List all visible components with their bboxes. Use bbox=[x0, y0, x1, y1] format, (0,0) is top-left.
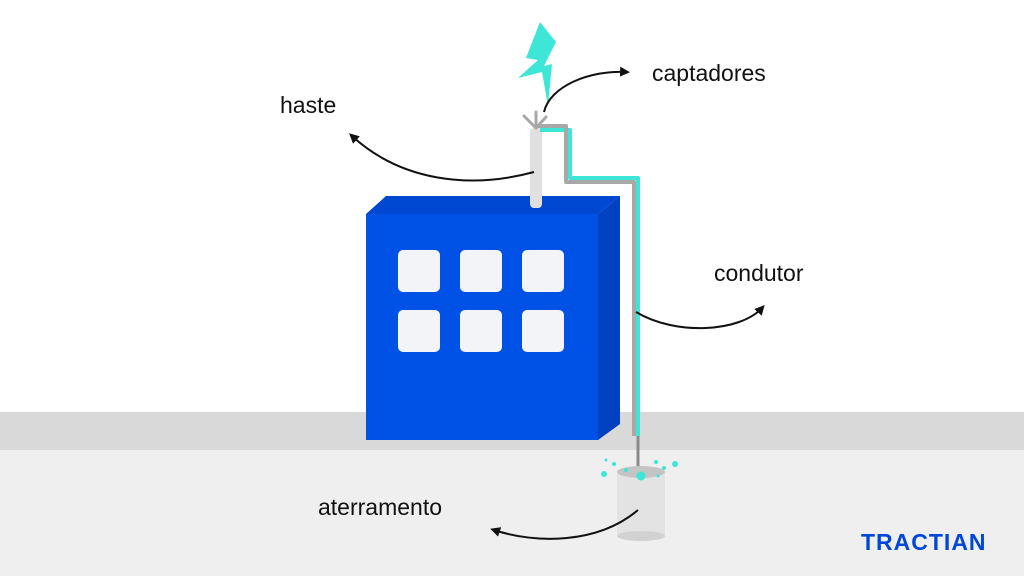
building-window bbox=[522, 250, 564, 292]
building-side bbox=[598, 196, 620, 440]
down-conductor-gray bbox=[536, 124, 636, 436]
brand-logo: TRACTIAN bbox=[861, 529, 987, 555]
label-haste: haste bbox=[280, 92, 337, 118]
arrow-aterramento bbox=[490, 509, 639, 540]
lightning-bolt-icon bbox=[518, 22, 556, 106]
label-condutor: condutor bbox=[714, 260, 804, 286]
arrow-haste bbox=[349, 133, 535, 182]
label-captadores: captadores bbox=[652, 60, 766, 86]
rod bbox=[530, 128, 542, 208]
arrow-captadores bbox=[543, 66, 630, 113]
label-aterramento: aterramento bbox=[318, 494, 443, 520]
building-window bbox=[522, 310, 564, 352]
building-window bbox=[460, 310, 502, 352]
arrow-condutor bbox=[635, 305, 765, 329]
building bbox=[366, 196, 620, 440]
building-top bbox=[366, 196, 620, 214]
ground-electrode bbox=[601, 458, 678, 541]
down-conductor-teal bbox=[540, 128, 640, 436]
building-window bbox=[460, 250, 502, 292]
building-window bbox=[398, 310, 440, 352]
building-window bbox=[398, 250, 440, 292]
ground-lower bbox=[0, 450, 1024, 576]
